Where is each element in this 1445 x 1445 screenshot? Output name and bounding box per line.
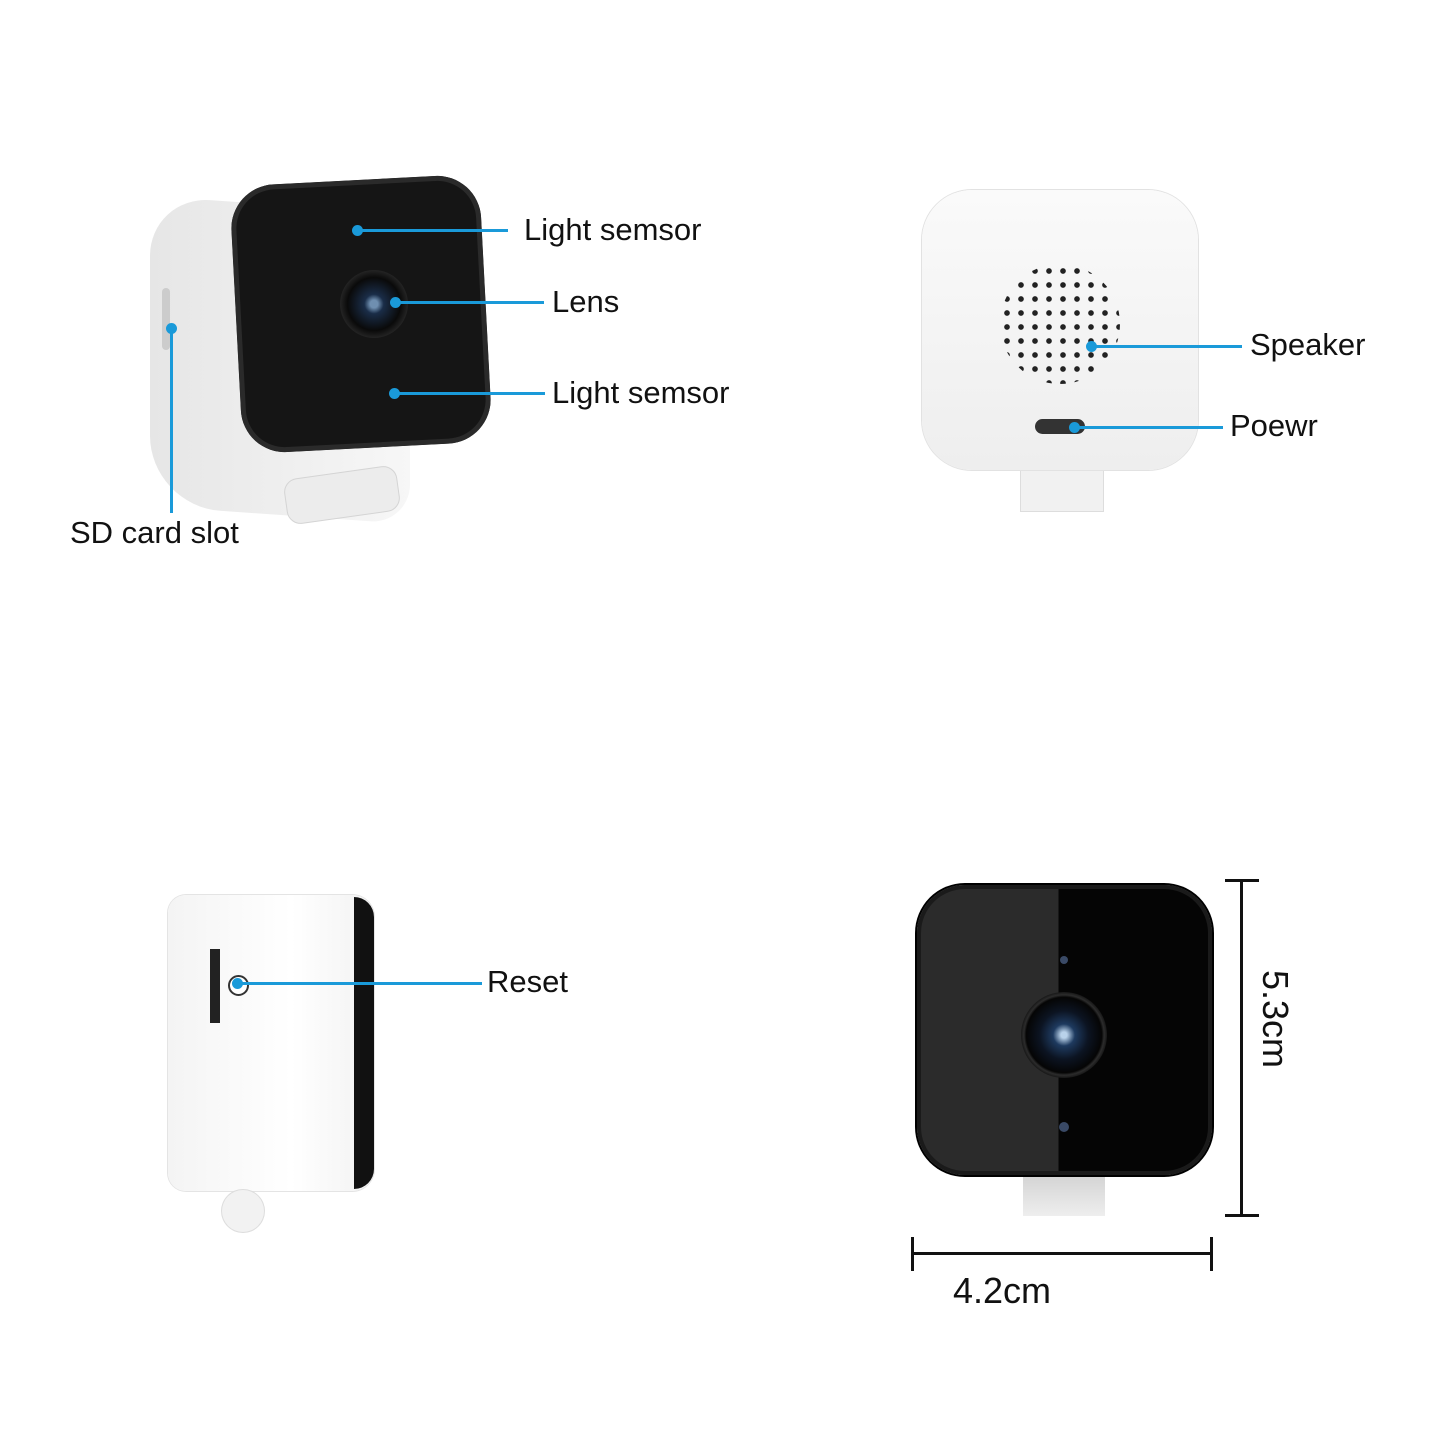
sensor-dot-bottom: [1059, 1122, 1069, 1132]
sd-slot-icon: [162, 288, 170, 350]
label-speaker: Speaker: [1250, 327, 1366, 362]
mount-tab: [1023, 1168, 1105, 1216]
callout-dot: [232, 978, 243, 989]
dimension-cap: [1210, 1237, 1213, 1271]
label-light-sensor-top: Light semsor: [524, 212, 702, 247]
callout-dot: [1069, 422, 1080, 433]
sd-slot-icon: [210, 949, 220, 1023]
callout-dot: [352, 225, 363, 236]
callout-dot: [390, 297, 401, 308]
dimension-label-width: 4.2cm: [953, 1270, 1052, 1311]
callout-line: [170, 328, 173, 513]
camera-side-body: [168, 895, 374, 1191]
camera-front-edge: [354, 897, 374, 1189]
dimension-cap: [1225, 879, 1259, 882]
dimension-cap: [911, 1237, 914, 1271]
callout-dot: [389, 388, 400, 399]
dimension-line-width: [912, 1252, 1212, 1255]
callout-dot: [1086, 341, 1097, 352]
label-light-sensor-bottom: Light semsor: [552, 375, 730, 410]
callout-line: [396, 301, 544, 304]
dimension-line-height: [1240, 880, 1243, 1216]
label-sd-slot: SD card slot: [70, 515, 239, 550]
callout-line: [358, 229, 508, 232]
label-reset: Reset: [487, 964, 568, 999]
callout-line: [1092, 345, 1242, 348]
dimension-cap: [1225, 1214, 1259, 1217]
speaker-grille-icon: [1000, 264, 1120, 384]
dimension-label-height: 5.3cm: [1255, 970, 1296, 1069]
sensor-dot-top: [1060, 956, 1068, 964]
callout-line: [238, 982, 482, 985]
label-power: Poewr: [1230, 408, 1318, 443]
mount-ring-icon: [222, 1190, 264, 1232]
lens-icon: [1021, 992, 1107, 1078]
callout-line: [395, 392, 545, 395]
label-lens: Lens: [552, 284, 620, 319]
callout-line: [1075, 426, 1223, 429]
